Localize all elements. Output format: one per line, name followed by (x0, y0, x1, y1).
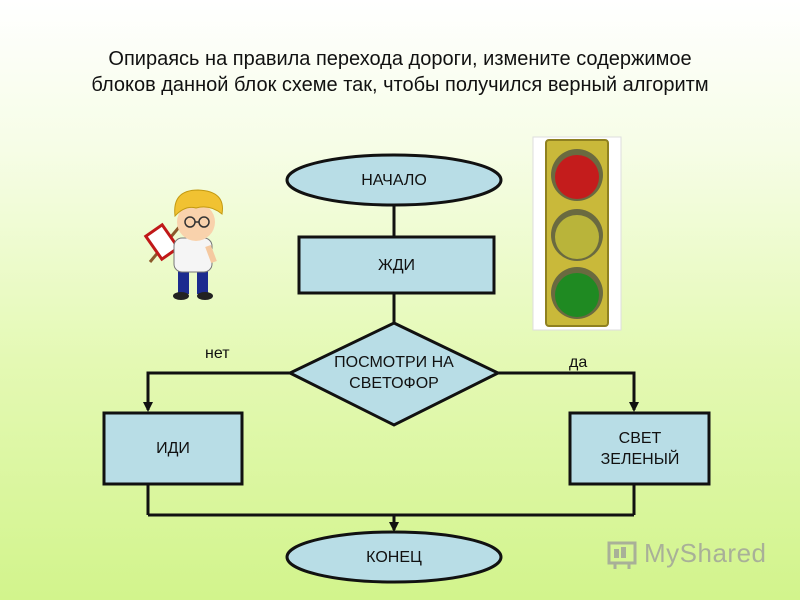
watermark: MyShared (606, 536, 767, 570)
check-node (286, 321, 502, 427)
wait-node (297, 235, 496, 295)
flowchart-connectors (143, 205, 639, 532)
end-node (285, 530, 503, 584)
wait-node-label: ЖДИ (377, 256, 416, 274)
myshared-logo-icon (607, 541, 637, 569)
check-node-label: ПОСМОТРИ НА СВЕТОФОР (334, 354, 454, 392)
boy-with-sign-icon (143, 189, 223, 300)
slide-title-line-2: блоков данной блок схеме так, чтобы полу… (91, 74, 709, 96)
label-yes: да (569, 354, 588, 371)
edge-check-yes (498, 371, 639, 412)
green-node (568, 411, 711, 486)
slide-title: Опираясь на правила перехода дороги, изм… (40, 46, 760, 98)
green-node-label: СВЕТ ЗЕЛЕНЫЙ (600, 429, 680, 468)
watermark-text: MyShared (644, 537, 767, 568)
slide-title-line-1: Опираясь на правила перехода дороги, изм… (108, 48, 692, 70)
edge-check-no (143, 371, 290, 412)
go-node-label: ИДИ (156, 440, 190, 457)
start-node-label: НАЧАЛО (361, 171, 427, 189)
label-no: нет (205, 345, 230, 362)
start-node (285, 153, 503, 207)
go-node (102, 411, 244, 486)
traffic-light-icon (532, 136, 622, 331)
end-node-label: КОНЕЦ (366, 548, 422, 566)
